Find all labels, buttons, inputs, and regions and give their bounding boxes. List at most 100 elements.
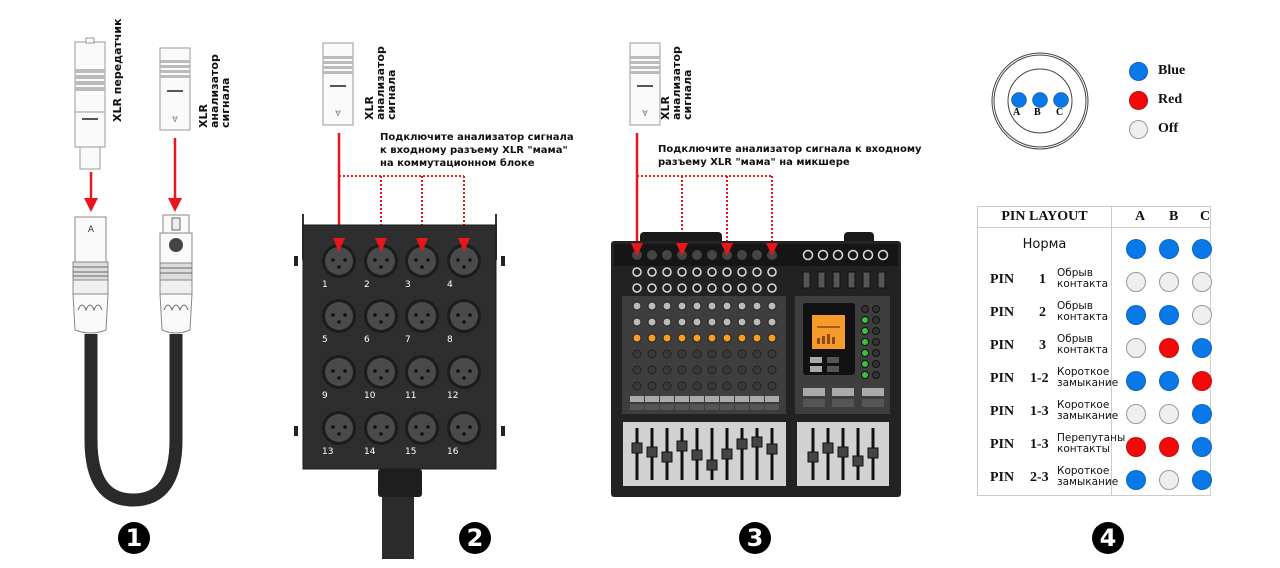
instruction-text: Подключите анализатор сигнала к входному…: [658, 144, 922, 168]
knob: [752, 381, 762, 391]
switch: [877, 271, 886, 289]
knob: [752, 333, 762, 343]
xlr-jack-8[interactable]: [447, 299, 481, 333]
table-header: PIN LAYOUT: [1001, 209, 1088, 224]
line-input-jack: [677, 283, 687, 293]
row-pin-label: PIN: [990, 338, 1015, 353]
legend-label: Red: [1158, 92, 1183, 107]
xlr-input-jack: [647, 250, 657, 260]
row-pin-label: PIN: [990, 404, 1015, 419]
line-input-jack: [647, 283, 657, 293]
indicator-red-dot-icon: [1192, 371, 1212, 391]
indicator-off-dot-icon: [1192, 272, 1212, 292]
table-divider: [1111, 207, 1112, 495]
knob: [632, 365, 642, 375]
master-button: [803, 388, 825, 396]
line-input-jack: [632, 283, 642, 293]
channel-fader: [751, 436, 763, 448]
xlr-jack-7[interactable]: [405, 299, 439, 333]
jack-number: 5: [322, 335, 328, 345]
line-input-jack: [647, 267, 657, 277]
indicator-blue-dot-icon: [1159, 239, 1179, 259]
pin-label-c: C: [1056, 107, 1064, 118]
xlr-jack-13[interactable]: [322, 411, 356, 445]
jack-number: 6: [364, 335, 370, 345]
master-button: [832, 388, 854, 396]
meter-led: [861, 371, 869, 379]
line-input-jack: [722, 283, 732, 293]
step-badge-3: 3: [739, 522, 771, 554]
row-pin-label: PIN: [990, 272, 1015, 287]
xlr-jack-9[interactable]: [322, 355, 356, 389]
xlr-cable-illustration: ∀ A: [72, 37, 193, 507]
channel-button: [720, 404, 734, 410]
arrow-head-icon: [168, 198, 182, 212]
xlr-jack-3[interactable]: [405, 244, 439, 278]
channel-button: [690, 404, 704, 410]
knob: [707, 317, 717, 327]
analyzer-label: XLR анализатор сигнала: [659, 46, 694, 120]
xlr-jack-14[interactable]: [364, 411, 398, 445]
xlr-jack-2[interactable]: [364, 244, 398, 278]
channel-button: [690, 396, 704, 402]
meter-led: [872, 316, 880, 324]
row-description: Перепутаны контакты: [1057, 432, 1126, 455]
knob: [647, 301, 657, 311]
indicator-off-dot-icon: [1126, 338, 1146, 358]
xlr-jack-12[interactable]: [447, 355, 481, 389]
xlr-jack-1[interactable]: [322, 244, 356, 278]
line-input-jack: [767, 267, 777, 277]
meter-led: [872, 305, 880, 313]
step-badge-2: 2: [459, 522, 491, 554]
xlr-jack-5[interactable]: [322, 299, 356, 333]
indicator-off-dot-icon: [1159, 470, 1179, 490]
master-button: [832, 399, 854, 407]
knob: [767, 333, 777, 343]
meter-led: [861, 327, 869, 335]
knob: [707, 349, 717, 359]
jack-number: 13: [322, 447, 333, 457]
channel-fader: [631, 442, 643, 454]
jack-number: 8: [447, 335, 453, 345]
jack-number: 12: [447, 391, 458, 401]
knob: [752, 349, 762, 359]
knob: [767, 301, 777, 311]
xlr-female-connector-icon: [159, 214, 193, 334]
knob: [707, 381, 717, 391]
jack-number: 16: [447, 447, 459, 457]
meter-led: [861, 360, 869, 368]
xlr-jack-11[interactable]: [405, 355, 439, 389]
svg-text:∀: ∀: [172, 115, 178, 124]
xlr-jack-4[interactable]: [447, 244, 481, 278]
row-pin-label: PIN: [990, 470, 1015, 485]
knob: [677, 349, 687, 359]
transmitter-label: XLR передатчик: [111, 18, 124, 122]
xlr-jack-16[interactable]: [447, 411, 481, 445]
channel-button: [630, 404, 644, 410]
knob: [737, 349, 747, 359]
row-description: Короткое замыкание: [1057, 366, 1119, 389]
channel-fader: [646, 446, 658, 458]
table-divider: [978, 227, 1210, 228]
switch: [847, 271, 856, 289]
knob: [662, 381, 672, 391]
channel-button: [720, 396, 734, 402]
knob: [752, 365, 762, 375]
xlr-jack-15[interactable]: [405, 411, 439, 445]
knob: [752, 301, 762, 311]
xlr-jack-6[interactable]: [364, 299, 398, 333]
xlr-input-jack: [692, 250, 702, 260]
pin-label-b: B: [1034, 107, 1041, 118]
knob: [737, 333, 747, 343]
channel-button: [630, 396, 644, 402]
xlr-jack-10[interactable]: [364, 355, 398, 389]
master-button: [862, 399, 884, 407]
knob: [737, 301, 747, 311]
channel-fader: [721, 448, 733, 460]
line-input-jack: [752, 267, 762, 277]
master-button: [803, 399, 825, 407]
knob: [707, 301, 717, 311]
connector-face-diagram: [991, 52, 1089, 150]
knob: [767, 317, 777, 327]
channel-button: [705, 396, 719, 402]
